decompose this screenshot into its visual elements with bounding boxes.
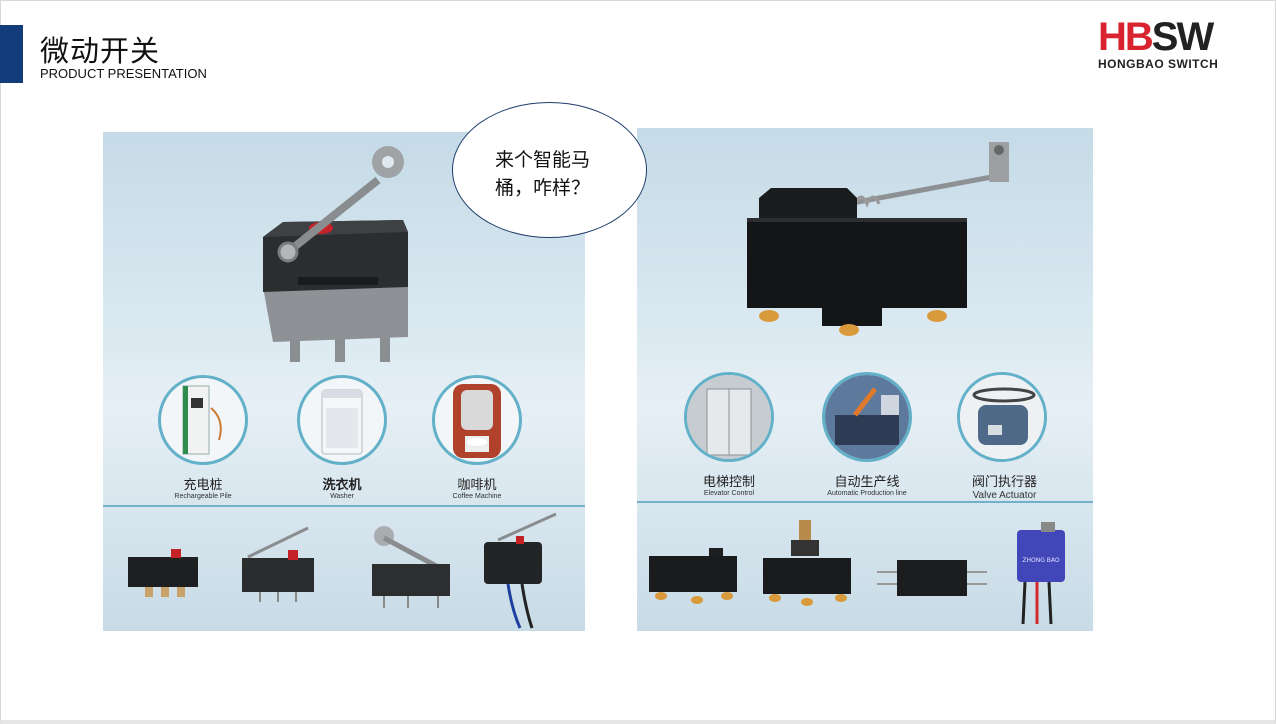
app-caption-charging-pile: 充电桩 Rechargeable Pile — [174, 478, 232, 500]
speech-bubble-text: 来个智能马 桶，咋样？ — [495, 149, 591, 199]
elevator-icon — [687, 375, 771, 459]
blue-switch-with-wires: ZHONG BAO — [1017, 522, 1065, 625]
app-caption-washer: 洗衣机 Washer — [322, 478, 362, 500]
large-switch-variant-2 — [763, 520, 851, 606]
logo-name: HONGBAO SWITCH — [1098, 57, 1219, 71]
app-circle-coffee-machine — [432, 375, 522, 465]
switch-variant-1 — [128, 549, 198, 597]
left-panel-divider — [103, 505, 585, 507]
app-circle-charging-pile — [158, 375, 248, 465]
right-panel-divider — [637, 501, 1093, 503]
page-title: 微动开关 — [40, 34, 161, 68]
app-caption-coffee-machine: 咖啡机 Coffee Machine — [452, 478, 502, 500]
hero-large-switch-image — [747, 142, 1009, 336]
production-line-icon — [825, 375, 909, 459]
left-product-panel: 充电桩 Rechargeable Pile 洗衣机 Washer 咖啡机 Cof… — [103, 132, 585, 631]
washer-icon — [321, 389, 363, 455]
app-circle-valve-actuator — [957, 372, 1047, 462]
switch-variant-2 — [242, 526, 314, 602]
actuator-brand-label: ZHONG BAO — [1022, 557, 1060, 564]
app-caption-elevator: 电梯控制 Elevator Control — [702, 475, 755, 497]
app-circle-elevator — [684, 372, 774, 462]
app-circle-washer — [297, 375, 387, 465]
valve-actuator-icon — [960, 375, 1044, 459]
app-caption-valve-actuator: 阀门执行器 Valve Actuator — [971, 475, 1037, 501]
title-accent-bar — [0, 25, 23, 83]
charging-pile-icon — [182, 385, 222, 455]
large-switch-variant-1 — [649, 548, 737, 604]
speech-bubble — [452, 102, 647, 238]
company-logo: HBSW HONGBAO SWITCH — [1098, 15, 1238, 73]
switch-variant-3 — [372, 526, 450, 608]
coffee-machine-icon — [453, 384, 501, 458]
page-subtitle: PRODUCT PRESENTATION — [40, 66, 207, 81]
app-caption-production-line: 自动生产线 Automatic Production line — [827, 475, 907, 497]
large-switch-variant-3 — [877, 560, 987, 596]
logo-mark: HBSW — [1098, 15, 1214, 59]
hero-switch-image — [263, 146, 408, 362]
app-circle-production-line — [822, 372, 912, 462]
switch-variant-4 — [484, 512, 557, 629]
right-product-panel: 电梯控制 Elevator Control 自动生产线 Automatic Pr… — [637, 128, 1093, 631]
